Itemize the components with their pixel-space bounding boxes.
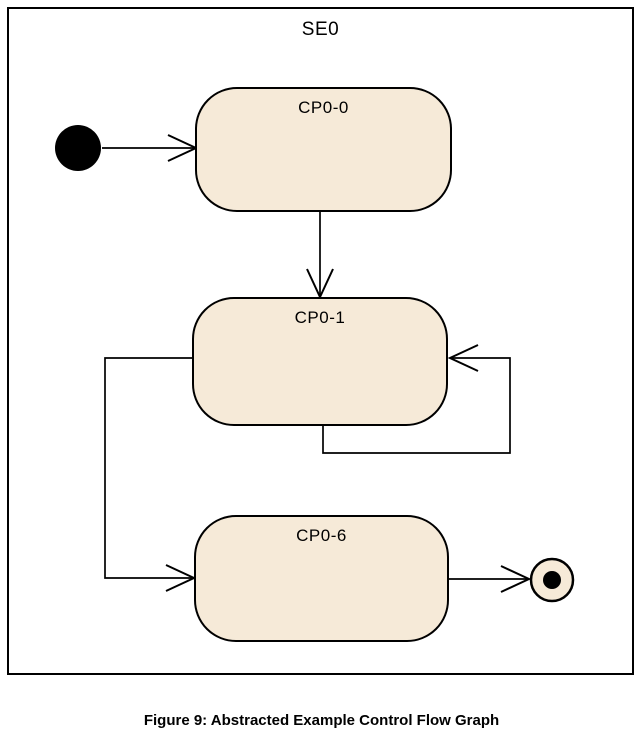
- node-cp0-0: CP0-0: [195, 87, 452, 212]
- frame-title: SE0: [301, 19, 340, 40]
- node-cp0-1: CP0-1: [192, 297, 448, 426]
- node-cp0-6: CP0-6: [194, 515, 449, 642]
- node-cp0-0-label: CP0-0: [298, 98, 349, 117]
- node-cp0-6-label: CP0-6: [296, 526, 347, 545]
- node-cp0-1-label: CP0-1: [294, 308, 346, 327]
- state-machine-frame: SE0: [7, 7, 634, 675]
- figure-caption: Figure 9: Abstracted Example Control Flo…: [143, 712, 500, 729]
